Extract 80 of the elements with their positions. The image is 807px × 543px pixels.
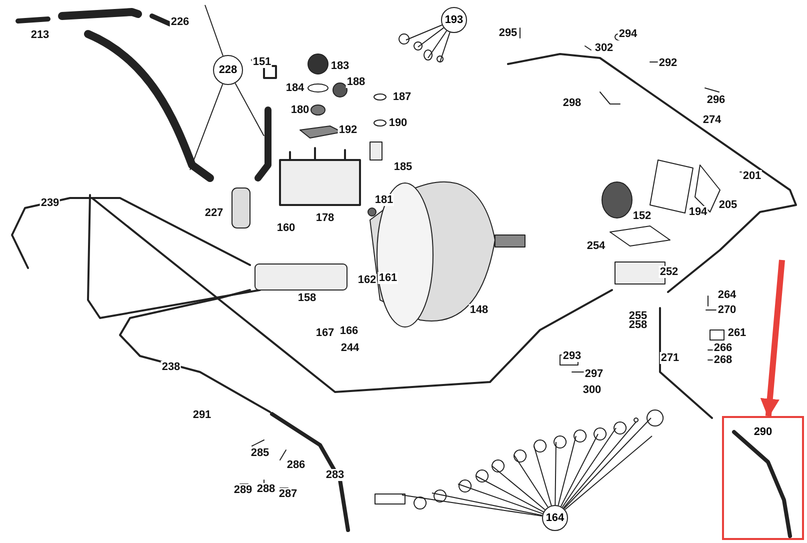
callout-number: 192 bbox=[338, 124, 358, 136]
callout-number: 292 bbox=[658, 57, 678, 69]
callout-number: 160 bbox=[276, 222, 296, 234]
callout-number: 188 bbox=[346, 76, 366, 88]
callout-number: 238 bbox=[160, 361, 182, 373]
leader-line bbox=[562, 422, 636, 509]
leader-line bbox=[492, 466, 546, 510]
callout-number: 226 bbox=[170, 16, 190, 28]
callout-number: 264 bbox=[716, 289, 738, 301]
leader-line bbox=[564, 436, 652, 510]
callout-circle: 164 bbox=[542, 505, 568, 531]
callout-number: 151 bbox=[252, 56, 272, 68]
callout-number: 181 bbox=[374, 194, 394, 206]
callout-number: 296 bbox=[706, 94, 726, 106]
leader-line bbox=[418, 27, 444, 48]
callout-number: 297 bbox=[584, 368, 604, 380]
callout-number: 201 bbox=[742, 170, 762, 182]
callout-number: 152 bbox=[632, 210, 652, 222]
callout-number: 294 bbox=[618, 28, 638, 40]
callout-number: 194 bbox=[688, 206, 708, 218]
callout-circle: 193 bbox=[441, 7, 467, 33]
leader-line bbox=[204, 4, 224, 56]
callout-number: 298 bbox=[562, 97, 582, 109]
callout-circle: 228 bbox=[213, 55, 243, 85]
leader-line bbox=[558, 436, 576, 506]
leader-line bbox=[406, 24, 442, 40]
leader-line bbox=[554, 442, 556, 506]
callout-number: 252 bbox=[658, 266, 680, 278]
callout-number: 178 bbox=[314, 212, 336, 224]
callout-number: 285 bbox=[250, 447, 270, 459]
callout-number: 302 bbox=[594, 42, 614, 54]
callout-number: 167 bbox=[314, 327, 336, 339]
callout-number: 239 bbox=[40, 197, 60, 209]
callout-number: 287 bbox=[278, 488, 298, 500]
leader-line bbox=[534, 446, 552, 506]
callout-number: 244 bbox=[340, 342, 360, 354]
callout-number: 184 bbox=[284, 82, 306, 94]
callout-number: 268 bbox=[712, 354, 734, 366]
leader-line bbox=[476, 476, 544, 512]
callout-number: 185 bbox=[392, 161, 414, 173]
callout-number: 187 bbox=[392, 91, 412, 103]
callout-number: 271 bbox=[660, 352, 680, 364]
callout-number: 291 bbox=[192, 409, 212, 421]
callout-number: 213 bbox=[30, 29, 50, 41]
callout-number: 148 bbox=[468, 304, 490, 316]
callout-number: 158 bbox=[296, 292, 318, 304]
callout-number: 295 bbox=[498, 27, 518, 39]
arrow bbox=[760, 260, 785, 418]
leader-line bbox=[428, 30, 448, 58]
callout-number: 293 bbox=[562, 350, 582, 362]
callout-number: 286 bbox=[286, 459, 306, 471]
leader-line bbox=[234, 82, 264, 136]
callout-number: 258 bbox=[628, 319, 648, 331]
leader-line bbox=[440, 32, 450, 62]
callout-number: 283 bbox=[324, 469, 346, 481]
callout-number: 254 bbox=[586, 240, 606, 252]
callout-number: 183 bbox=[330, 60, 350, 72]
leader-line bbox=[190, 84, 224, 170]
highlight-frame: 290 bbox=[722, 416, 804, 540]
leader-line bbox=[458, 484, 544, 514]
callout-number: 270 bbox=[716, 304, 738, 316]
callout-number: 288 bbox=[256, 483, 276, 495]
leader-line bbox=[432, 492, 543, 516]
callout-number: 162 bbox=[356, 274, 378, 286]
callout-number: 205 bbox=[718, 199, 738, 211]
leader-line bbox=[562, 428, 616, 508]
leader-line bbox=[514, 454, 548, 508]
leader-line bbox=[402, 494, 543, 517]
callout-number: 266 bbox=[712, 342, 734, 354]
callout-number: 227 bbox=[204, 207, 224, 219]
callout-number: 289 bbox=[232, 484, 254, 496]
callout-number: 166 bbox=[338, 325, 360, 337]
leader-line bbox=[564, 418, 652, 510]
callout-number: 190 bbox=[388, 117, 408, 129]
callout-number: 274 bbox=[702, 114, 722, 126]
callout-number: 161 bbox=[378, 272, 398, 284]
callout-number: 180 bbox=[290, 104, 310, 116]
callout-number: 261 bbox=[726, 327, 748, 339]
callout-number: 300 bbox=[582, 384, 602, 396]
leader-line bbox=[560, 434, 598, 507]
